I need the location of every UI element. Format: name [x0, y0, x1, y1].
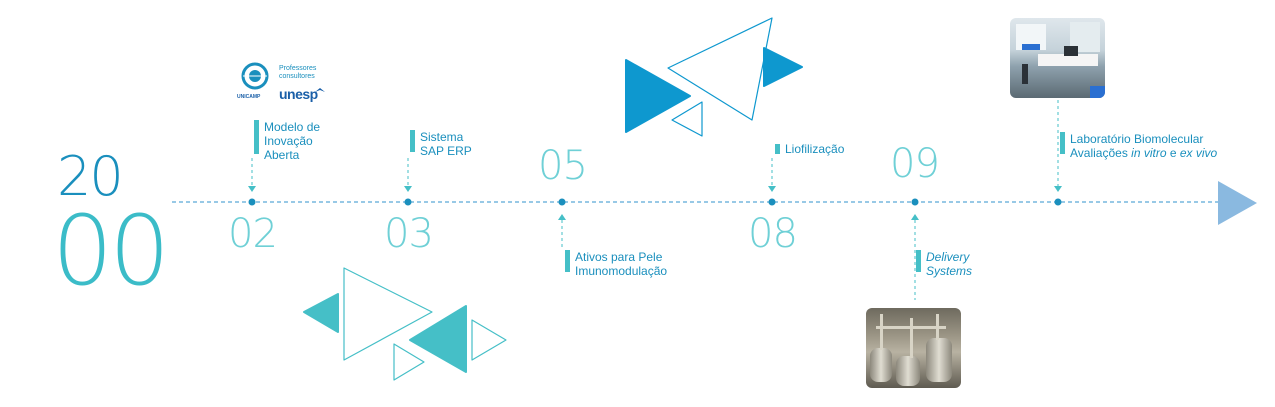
triangle-solid-large-icon: [409, 305, 467, 373]
timeline-dot-03: [404, 198, 412, 206]
year-number-02: 02: [228, 211, 278, 257]
event-ativos-line2: Imunomodulação: [575, 264, 668, 278]
event-lab-line1: Laboratório Biomolecular: [1070, 132, 1204, 146]
event-lab-line2: Avaliações in vitro e ex vivo: [1070, 146, 1217, 160]
event-modelo-line3: Aberta: [264, 148, 300, 162]
event-liofilizacao-line1: Liofilização: [785, 142, 845, 156]
event-ativos-line1: Ativos para Pele: [575, 250, 663, 264]
year-number-09: 09: [890, 141, 940, 187]
connector-arrow-05: [558, 214, 566, 220]
triangle-solid-left-icon: [625, 59, 691, 133]
timeline-dot-09: [911, 198, 919, 206]
triangle-outline-big-icon: [667, 17, 773, 121]
event-delivery-systems: Delivery Systems: [916, 250, 973, 278]
logo-professores: Professores: [279, 65, 317, 72]
event-laboratorio: Laboratório Biomolecular Avaliações in v…: [1060, 132, 1217, 160]
event-modelo-line1: Modelo de: [264, 120, 321, 134]
partner-logos: UNICAMP Professores consultores unesp: [237, 62, 327, 104]
event-sap-line2: SAP ERP: [420, 144, 472, 158]
triangle-outline-right-icon: [471, 319, 507, 361]
triangle-outline-large-icon: [343, 267, 433, 361]
event-lab-line2-c: e: [1166, 146, 1180, 160]
event-delivery-line1: Delivery: [926, 250, 970, 264]
triangle-solid-small-icon: [303, 293, 339, 333]
timeline-dot-02: [248, 198, 256, 206]
industrial-equipment-photo: [866, 308, 961, 388]
laboratory-photo: [1010, 18, 1105, 98]
event-lab-line2-d: ex vivo: [1179, 146, 1218, 160]
year-number-05: 05: [538, 143, 588, 189]
triangle-outline-tiny-icon: [393, 343, 425, 381]
year-century: 20: [57, 145, 124, 208]
connector-arrow-08: [768, 186, 776, 192]
connector-arrow-02: [248, 186, 256, 192]
event-lab-line2-b: in vitro: [1131, 146, 1167, 160]
timeline-end-arrow: [1218, 181, 1257, 225]
logo-consultores: consultores: [279, 73, 315, 80]
timeline-dot-05: [558, 198, 566, 206]
unicamp-logo-icon: [241, 62, 269, 90]
event-lab-line2-a: Avaliações: [1070, 146, 1132, 160]
triangle-outline-small-icon: [671, 101, 703, 137]
event-delivery-line2: Systems: [926, 264, 973, 278]
event-sap-erp: Sistema SAP ERP: [410, 130, 472, 158]
unesp-bird-icon: [315, 88, 325, 92]
triangle-solid-right-icon: [763, 47, 803, 87]
event-modelo-line2: Inovação: [264, 134, 313, 148]
connector-arrow-09: [911, 214, 919, 220]
connector-arrow-lab: [1054, 186, 1062, 192]
timeline-dot-08: [768, 198, 776, 206]
decorative-triangles-bottom: [303, 267, 507, 381]
event-sap-line1: Sistema: [420, 130, 464, 144]
event-ativos-pele: Ativos para Pele Imunomodulação: [565, 250, 668, 278]
year-decade: 00: [52, 195, 170, 307]
timeline-dot-lab: [1054, 198, 1062, 206]
unicamp-label: UNICAMP: [237, 94, 261, 100]
year-number-03: 03: [384, 211, 434, 257]
year-number-08: 08: [748, 211, 798, 257]
unesp-logo: unesp: [279, 86, 318, 102]
event-liofilizacao: Liofilização: [775, 142, 845, 156]
decorative-triangles-top: [625, 17, 803, 137]
connector-arrow-03: [404, 186, 412, 192]
event-modelo-inovacao: Modelo de Inovação Aberta: [254, 120, 321, 162]
